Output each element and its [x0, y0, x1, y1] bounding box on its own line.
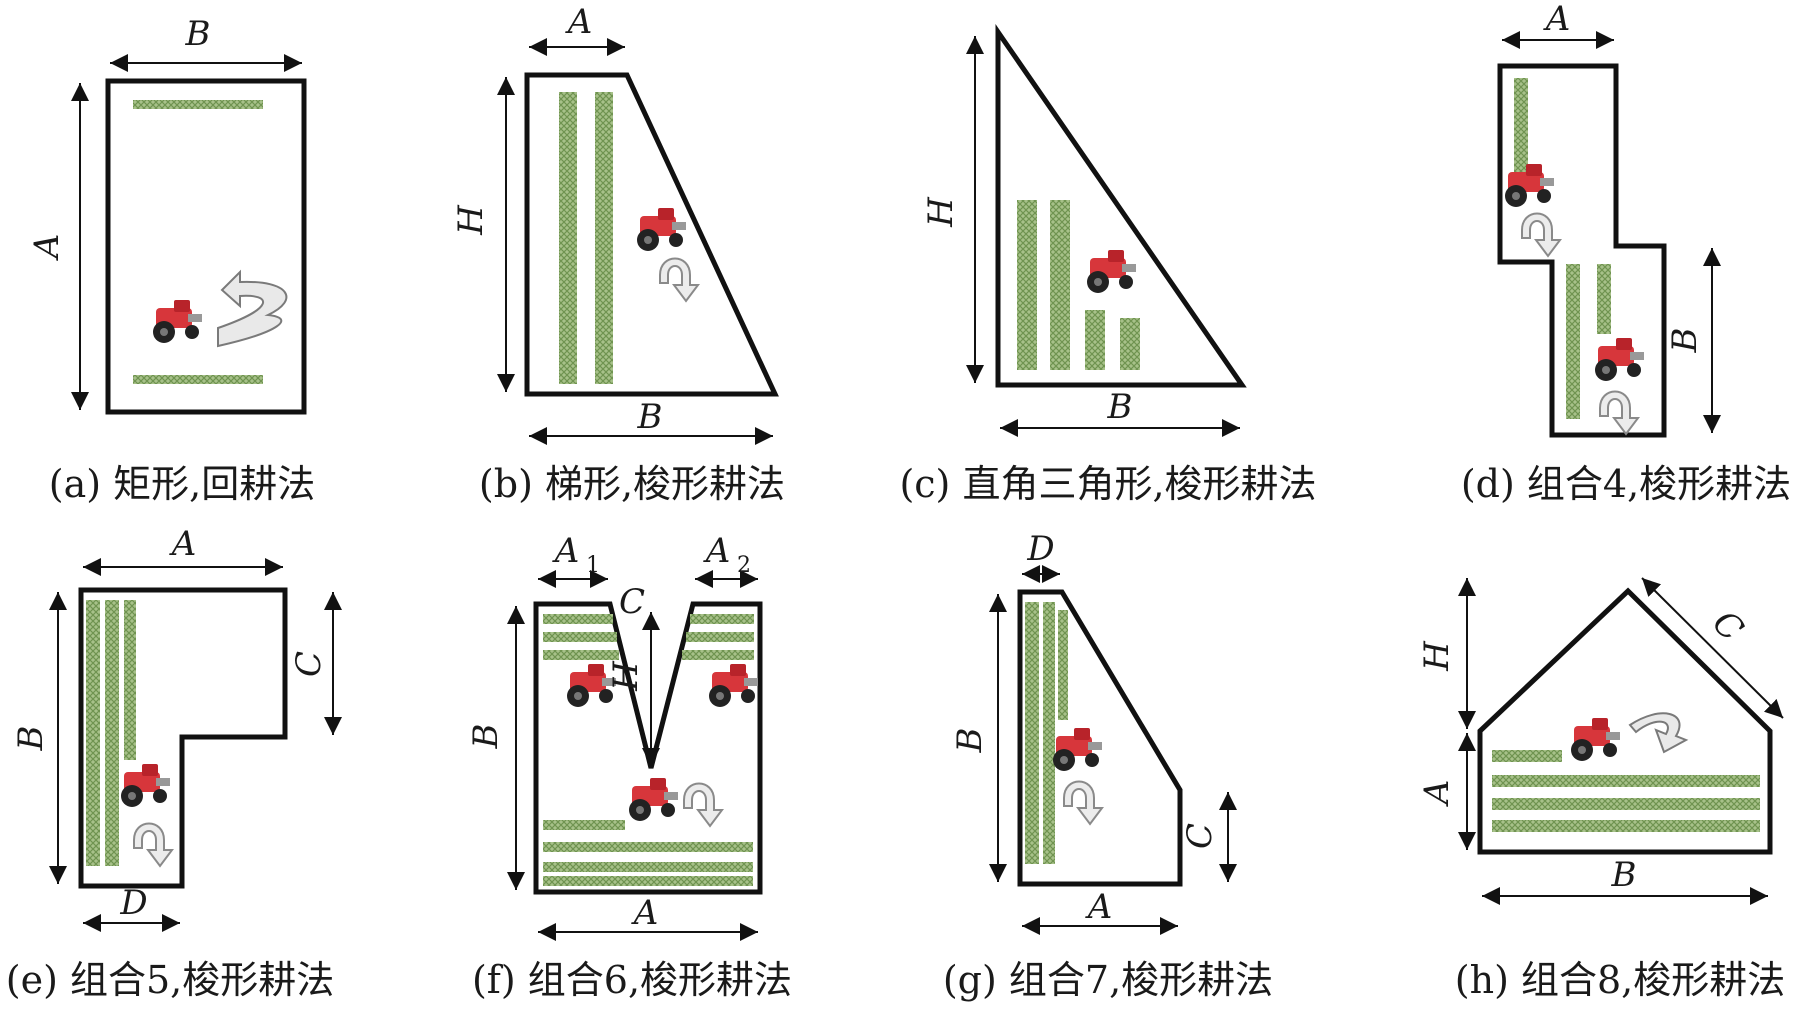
- crop-strip: [543, 842, 753, 852]
- crop-strip: [682, 650, 754, 660]
- dim-label: D: [119, 883, 147, 923]
- dim-label: B: [11, 726, 51, 752]
- crop-strip: [543, 876, 753, 886]
- crop-strip: [543, 650, 619, 660]
- dim-label: A: [552, 531, 580, 571]
- dim-label: A: [27, 234, 67, 262]
- dim-label: B: [1107, 387, 1133, 427]
- crop-strip: [133, 375, 263, 384]
- dim-label: C: [1704, 603, 1751, 650]
- crop-strip: [690, 614, 754, 624]
- crop-strip: [686, 632, 754, 642]
- crop-strip: [543, 614, 613, 624]
- dim-label: C: [1180, 823, 1220, 849]
- dim-label: A: [1417, 780, 1457, 808]
- dim-label: A: [703, 531, 731, 571]
- panel-h: H C A B (h) 组合8,梭形耕法: [1417, 577, 1785, 1002]
- crop-strip: [1085, 310, 1105, 370]
- dim-label: H: [921, 196, 961, 228]
- panel-caption: (g) 组合7,梭形耕法: [943, 958, 1273, 1002]
- crop-strip: [1492, 775, 1760, 787]
- panel-caption: (f) 组合6,梭形耕法: [472, 958, 792, 1002]
- crop-strip: [1492, 750, 1562, 762]
- panel-caption: (d) 组合4,梭形耕法: [1461, 462, 1791, 506]
- dim-subscript: 2: [737, 553, 751, 578]
- dim-line: [1641, 577, 1784, 719]
- panel-caption: (c) 直角三角形,梭形耕法: [899, 462, 1316, 506]
- panel-caption: (h) 组合8,梭形耕法: [1455, 958, 1785, 1002]
- turn-arrow-icon: [217, 269, 288, 348]
- dim-label: A: [565, 2, 593, 42]
- crop-strip: [1492, 820, 1760, 832]
- crop-strip: [1043, 602, 1055, 864]
- panel-c: H B (c) 直角三角形,梭形耕法: [899, 23, 1317, 506]
- crop-strip: [86, 600, 100, 866]
- crop-strip: [1492, 798, 1760, 810]
- dim-label: H: [606, 660, 646, 692]
- crop-strip: [559, 92, 577, 384]
- panel-a: B A (a) 矩形,回耕法: [27, 14, 315, 506]
- crop-strip: [1566, 264, 1580, 419]
- dim-label: B: [1611, 855, 1637, 895]
- panel-e: A B C D (e) 组合5,梭形耕法: [6, 524, 342, 1002]
- crop-strip: [1120, 318, 1140, 370]
- dim-label: A: [169, 524, 197, 564]
- dim-label: A: [1543, 0, 1571, 39]
- panel-d: A B (d) 组合4,梭形耕法: [1461, 0, 1791, 506]
- panel-f: A 1 A 2 C H B A (f) 组合6,梭形耕法: [466, 531, 792, 1002]
- crop-strip: [105, 600, 119, 866]
- dim-label: B: [466, 724, 506, 750]
- crop-strip: [1017, 200, 1037, 370]
- crop-strip: [543, 820, 625, 830]
- panel-b: A H B (b) 梯形,梭形耕法: [451, 2, 785, 506]
- dim-label: D: [1026, 529, 1054, 569]
- crop-strip: [595, 92, 613, 384]
- dim-label: B: [950, 728, 990, 754]
- crop-strip: [1597, 264, 1611, 334]
- crop-strip: [1058, 610, 1068, 720]
- dim-label: B: [185, 14, 211, 54]
- crop-strip: [543, 632, 617, 642]
- crop-strip: [133, 100, 263, 109]
- dim-subscript: 1: [586, 553, 600, 578]
- panel-g: D B C A (g) 组合7,梭形耕法: [943, 529, 1273, 1002]
- dim-label: B: [1665, 328, 1705, 354]
- panel-caption: (b) 梯形,梭形耕法: [479, 462, 785, 506]
- dim-label: C: [619, 582, 645, 622]
- field-outline: [105, 78, 307, 415]
- dim-label: A: [1085, 887, 1113, 927]
- panel-caption: (a) 矩形,回耕法: [49, 462, 315, 506]
- dim-label: H: [451, 204, 491, 236]
- crop-strip: [1050, 200, 1070, 370]
- panel-caption: (e) 组合5,梭形耕法: [6, 958, 334, 1002]
- crop-strip: [543, 862, 753, 872]
- dim-label: H: [1417, 640, 1457, 672]
- crop-strip: [1025, 602, 1039, 864]
- dim-label: B: [637, 397, 663, 437]
- dim-label: C: [289, 651, 329, 677]
- dim-label: A: [631, 893, 659, 933]
- crop-strip: [124, 600, 136, 760]
- crop-strip: [1514, 78, 1528, 190]
